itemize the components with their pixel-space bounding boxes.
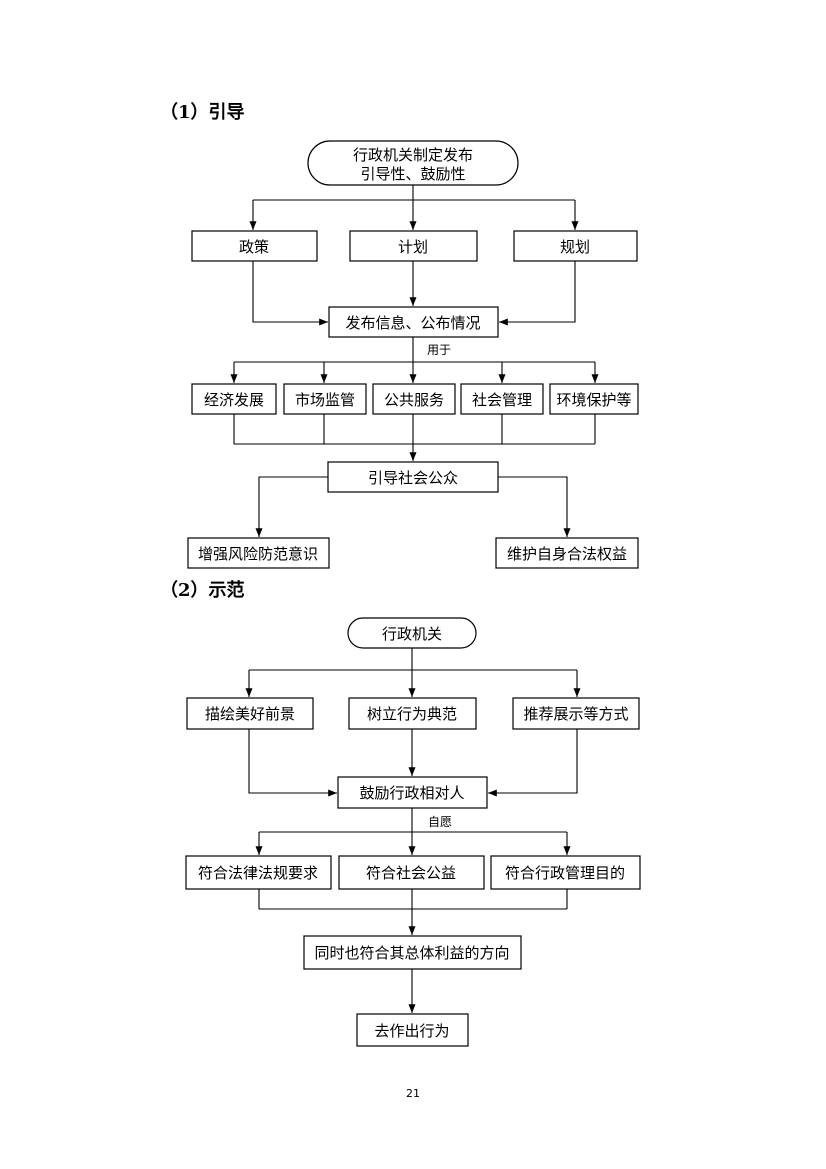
s1-area-economy-label: 经济发展 bbox=[204, 391, 264, 409]
s1-tool-program bbox=[513, 230, 638, 262]
s1-area-market bbox=[283, 383, 367, 415]
s1-area-market-label: 市场监管 bbox=[295, 391, 355, 409]
s2-voluntary-label: 自愿 bbox=[428, 815, 452, 829]
s1-outcome-risk-awareness bbox=[187, 537, 330, 569]
s2-method-vision bbox=[186, 697, 314, 730]
s1-area-social-management-label: 社会管理 bbox=[472, 391, 532, 409]
s2-compliance-public-interest-label: 符合社会公益 bbox=[366, 864, 456, 882]
s1-release-node bbox=[328, 306, 499, 338]
s1-tool-policy bbox=[191, 230, 318, 262]
s2-action-node bbox=[356, 1013, 469, 1047]
s1-outcome-protect-rights-label: 维护自身合法权益 bbox=[507, 545, 627, 563]
s2-method-role-model-label: 树立行为典范 bbox=[367, 705, 457, 723]
s1-guide-node bbox=[327, 461, 499, 493]
s2-compliance-law bbox=[185, 855, 332, 890]
s1-tool-policy-label: 政策 bbox=[239, 238, 269, 256]
s2-method-recommend bbox=[512, 697, 640, 730]
s2-interest-node-label: 同时也符合其总体利益的方向 bbox=[314, 944, 509, 962]
s1-area-environment bbox=[549, 383, 639, 415]
s1-outcome-protect-rights bbox=[495, 537, 639, 569]
s1-used-for-label: 用于 bbox=[427, 343, 451, 357]
s1-area-public-service-label: 公共服务 bbox=[384, 391, 444, 409]
s2-encourage-node-label: 鼓励行政相对人 bbox=[359, 784, 464, 802]
s1-tool-plan-label: 计划 bbox=[398, 238, 428, 256]
s2-encourage-node bbox=[337, 776, 488, 809]
s1-area-social-management bbox=[460, 383, 544, 415]
s2-compliance-admin-goal-label: 符合行政管理目的 bbox=[505, 864, 625, 882]
s1-area-public-service bbox=[372, 383, 456, 415]
s2-compliance-admin-goal bbox=[490, 855, 641, 890]
s2-interest-node bbox=[303, 935, 522, 970]
section2-heading: （2）示范 bbox=[160, 579, 245, 601]
s1-outcome-risk-awareness-label: 增强风险防范意识 bbox=[198, 545, 318, 563]
s2-compliance-law-label: 符合法律法规要求 bbox=[198, 864, 318, 882]
s1-top-node-line1: 行政机关制定发布 bbox=[353, 146, 473, 164]
s2-top-node-label: 行政机关 bbox=[382, 625, 442, 643]
s2-method-role-model bbox=[348, 697, 477, 730]
section1-heading: （1）引导 bbox=[160, 102, 245, 123]
s1-tool-plan bbox=[349, 230, 478, 262]
s2-action-node-label: 去作出行为 bbox=[374, 1022, 449, 1040]
s1-tool-program-label: 规划 bbox=[560, 238, 590, 256]
s1-top-node-line2: 引导性、鼓励性 bbox=[360, 165, 465, 183]
s2-method-recommend-label: 推荐展示等方式 bbox=[523, 705, 628, 723]
s1-guide-node-label: 引导社会公众 bbox=[368, 469, 458, 487]
s1-release-node-label: 发布信息、公布情况 bbox=[345, 314, 480, 332]
s1-area-environment-label: 环境保护等 bbox=[556, 391, 631, 409]
page-number: 21 bbox=[406, 1087, 420, 1100]
s2-method-vision-label: 描绘美好前景 bbox=[205, 705, 295, 723]
